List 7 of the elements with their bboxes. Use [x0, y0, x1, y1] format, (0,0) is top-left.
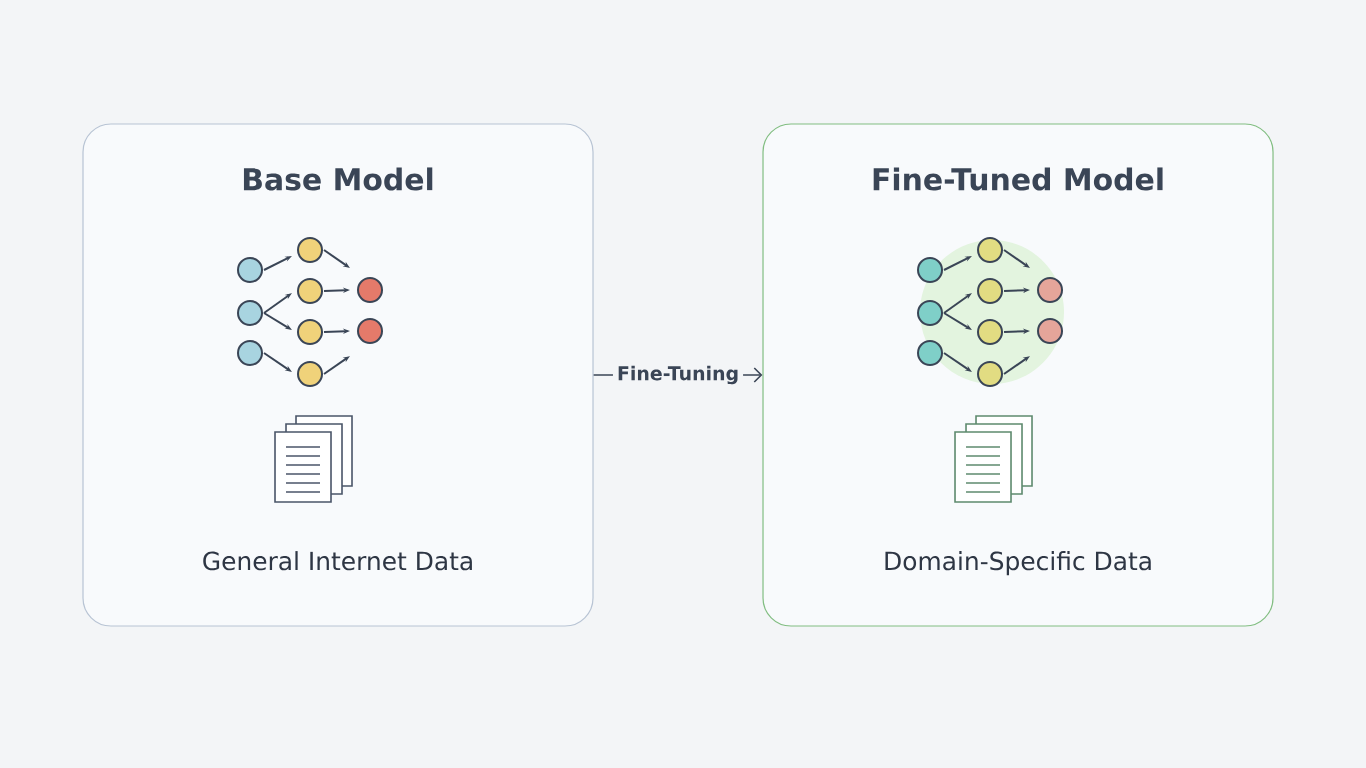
data-caption: General Internet Data: [203, 551, 472, 571]
model-box: [762, 123, 1274, 627]
data-caption: Domain-Specific Data: [885, 551, 1151, 576]
model-box: [82, 123, 594, 627]
box-title: Base Model: [243, 167, 433, 191]
edge-label: Fine-Tuning: [612, 361, 744, 389]
box-title: Fine-Tuned Model: [873, 167, 1163, 191]
